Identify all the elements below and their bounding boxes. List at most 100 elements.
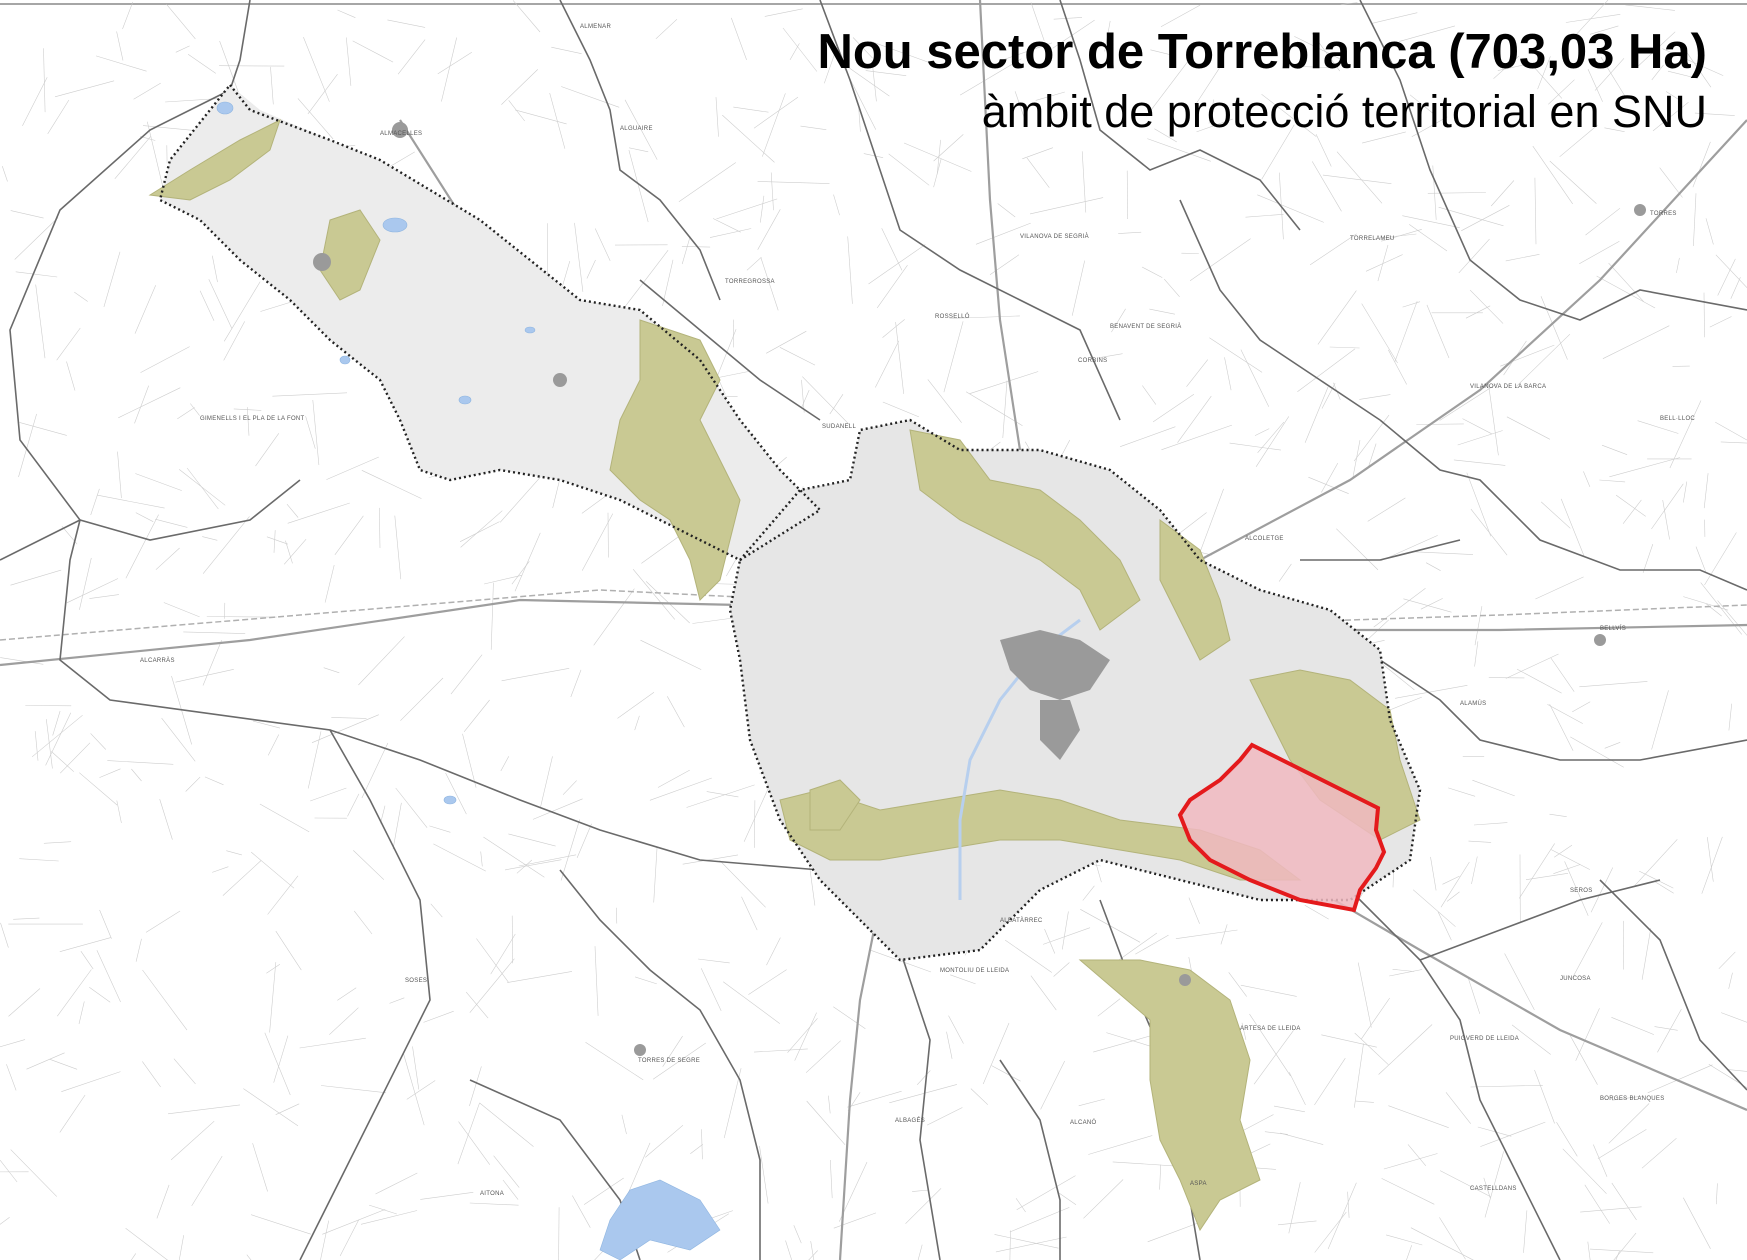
- parcel-line: [1585, 207, 1621, 236]
- parcel-line: [14, 217, 59, 260]
- parcel-line: [1409, 224, 1448, 252]
- parcel-line: [1720, 1012, 1747, 1023]
- parcel-line: [1448, 787, 1476, 797]
- parcel-line: [1388, 349, 1407, 385]
- parcel-line: [95, 55, 147, 72]
- parcel-line: [1359, 394, 1391, 400]
- parcel-line: [222, 860, 262, 896]
- parcel-line: [1553, 864, 1581, 874]
- parcel-line: [267, 875, 299, 915]
- parcel-line: [1562, 1148, 1607, 1194]
- parcel-line: [49, 1058, 78, 1070]
- parcel-line: [1035, 91, 1065, 101]
- parcel-line: [142, 1061, 161, 1088]
- parcel-line: [594, 228, 611, 262]
- parcel-line: [1097, 998, 1121, 1017]
- parcel-line: [1570, 1035, 1598, 1085]
- parcel-line: [1709, 316, 1732, 328]
- parcel-line: [649, 777, 712, 801]
- parcel-line: [1633, 839, 1678, 888]
- parcel-line: [10, 1149, 58, 1197]
- parcel-line: [1505, 254, 1540, 262]
- parcel-line: [933, 134, 964, 162]
- parcel-line: [617, 692, 655, 719]
- parcel-line: [889, 1084, 957, 1104]
- parcel-line: [882, 401, 920, 418]
- parcel-line: [392, 802, 402, 850]
- parcel-line: [1135, 934, 1169, 955]
- protection-boundaries: [158, 83, 1422, 962]
- parcel-line: [155, 518, 188, 528]
- protection-boundary-lleida: [728, 418, 1422, 962]
- parcel-line: [1240, 349, 1270, 407]
- parcel-line: [0, 922, 9, 948]
- parcel-line: [353, 910, 373, 935]
- parcel-line: [361, 742, 389, 799]
- parcel-line: [155, 547, 180, 570]
- urban-lleida-south: [1040, 700, 1080, 760]
- parcel-line: [1412, 889, 1456, 927]
- parcel-line: [905, 1188, 942, 1224]
- parcel-line: [1446, 891, 1460, 902]
- parcel-line: [1427, 192, 1486, 194]
- parcel-line: [1371, 12, 1418, 24]
- parcel-line: [645, 1124, 684, 1158]
- parcel-line: [1439, 1217, 1466, 1260]
- parcel-line: [243, 1088, 299, 1127]
- parcel-line: [927, 379, 962, 423]
- torreblanca-sector[interactable]: [1177, 742, 1387, 913]
- parcel-line: [1565, 14, 1621, 23]
- parcel-line: [212, 866, 229, 873]
- parcel-line: [1718, 951, 1736, 970]
- parcel-line: [1189, 238, 1251, 281]
- parcel-line: [585, 1041, 644, 1081]
- parcel-line: [1726, 1069, 1747, 1072]
- parcel-line: [1683, 596, 1729, 611]
- parcel-line: [311, 714, 379, 743]
- parcel-line: [995, 1236, 1067, 1253]
- parcel-line: [1717, 600, 1747, 636]
- parcel-line: [8, 988, 41, 1017]
- parcel-line: [1426, 304, 1450, 359]
- parcel-line: [1365, 254, 1403, 272]
- place-label: VILANOVA DE SEGRIÀ: [1020, 233, 1089, 240]
- place-label: ROSSELLÓ: [935, 313, 970, 320]
- parcel-line: [1613, 1232, 1637, 1260]
- parcel-line: [56, 327, 81, 361]
- parcel-line: [19, 422, 67, 436]
- parcel-line: [323, 667, 340, 674]
- parcel-line: [1383, 1153, 1438, 1170]
- parcel-line: [96, 494, 165, 509]
- map-title: Nou sector de Torreblanca (703,03 Ha): [817, 25, 1707, 79]
- parcel-line: [204, 776, 224, 786]
- parcel-line: [583, 1177, 624, 1205]
- parcel-line: [1014, 91, 1027, 125]
- olive-zone-west-strip: [148, 119, 281, 201]
- parcel-line: [1147, 138, 1211, 162]
- parcel-line: [645, 581, 690, 624]
- parcel-line: [970, 1088, 989, 1105]
- parcel-line: [10, 210, 44, 219]
- parcel-line: [1088, 1135, 1153, 1155]
- parcel-line: [1254, 428, 1270, 436]
- parcel-line: [754, 800, 756, 848]
- parcel-line: [712, 218, 741, 233]
- parcel-line: [1547, 704, 1583, 724]
- parcel-line: [1053, 962, 1070, 977]
- place-label: ASPA: [1190, 1181, 1207, 1187]
- place-label: SOSES: [405, 978, 427, 984]
- place-label: SEROS: [1570, 888, 1593, 894]
- parcel-line: [624, 99, 658, 160]
- parcel-line: [852, 37, 873, 59]
- parcel-line: [1639, 870, 1674, 889]
- place-label: GIMENELLS I EL PLA DE LA FONT: [200, 416, 305, 422]
- parcel-line: [1420, 598, 1443, 610]
- parcel-line: [1354, 1043, 1364, 1108]
- parcel-line: [882, 319, 905, 338]
- parcel-line: [1534, 1069, 1555, 1124]
- place-label: ALCANÓ: [1070, 1119, 1097, 1126]
- parcel-line: [159, 799, 173, 840]
- parcel-line: [347, 793, 360, 817]
- parcel-line: [18, 413, 37, 478]
